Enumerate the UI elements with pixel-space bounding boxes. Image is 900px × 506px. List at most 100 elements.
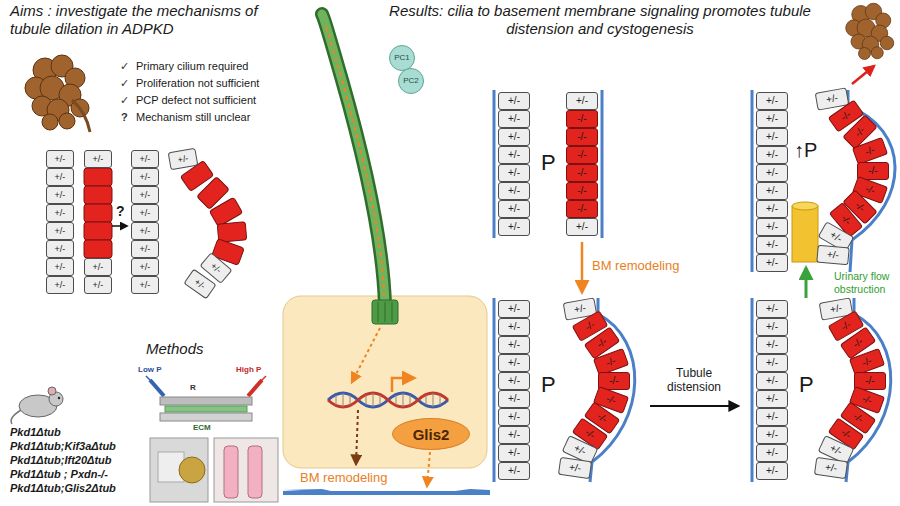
text-label: ? <box>121 111 128 124</box>
pressure-device <box>146 376 152 382</box>
cell-label: +/- <box>55 191 66 200</box>
device-photo <box>248 446 262 498</box>
cell-box: +/- <box>46 168 74 186</box>
cell-box: +/- <box>756 300 788 318</box>
mouse-icon <box>58 397 60 399</box>
cell-label: +/- <box>508 430 520 440</box>
cell-label: -/- <box>577 114 586 124</box>
cell-box: +/- <box>756 218 788 236</box>
flow-arrows <box>582 66 874 406</box>
basement-membrane <box>440 489 490 493</box>
cell-label: +/- <box>766 258 778 268</box>
cell-label: -/- <box>583 319 596 332</box>
flow-arrows <box>581 242 584 292</box>
cell-label: -/- <box>577 204 586 214</box>
cell-label: +/- <box>140 281 151 290</box>
cell-box: +/- <box>498 164 530 182</box>
cell-label: +/- <box>766 114 778 124</box>
text-label: High P <box>236 365 261 375</box>
cell-box: +/- <box>498 336 530 354</box>
cell-label: -/- <box>605 356 617 369</box>
cell-label: +/- <box>568 462 581 474</box>
cell-label: +/- <box>55 155 66 164</box>
cell-label: +/- <box>766 358 778 368</box>
text-label: Pkd1Δtub <box>10 426 61 439</box>
urinary-plug <box>792 206 818 262</box>
cell-box: +/- <box>498 408 530 426</box>
cell-label: +/- <box>55 245 66 254</box>
mutant-cells <box>217 222 246 242</box>
cell-box: +/- <box>46 150 74 168</box>
cell-box: +/- <box>756 128 788 146</box>
urinary-plug <box>792 202 818 210</box>
text-label: Aims : investigate the mechanisms of tub… <box>10 2 265 38</box>
cell-label: -/- <box>583 427 596 441</box>
cell-box: +/- <box>566 92 598 110</box>
dna-helix <box>336 393 440 407</box>
mutant-cells <box>84 240 112 258</box>
cell-label: +/- <box>193 277 207 291</box>
polycystic-kidney <box>25 55 90 132</box>
mutant-cell-box: -/- <box>566 110 598 128</box>
cell-box: +/- <box>131 222 159 240</box>
cell-box: +/- <box>756 426 788 444</box>
text-label: Pkd1Δtub;Glis2Δtub <box>10 482 116 495</box>
cell-label: +/- <box>209 261 223 275</box>
dna-helix <box>440 395 441 405</box>
cell-label: +/- <box>508 358 520 368</box>
mutant-cell-box: -/- <box>566 146 598 164</box>
polycystic-kidney <box>846 3 894 59</box>
text-label: BM remodeling <box>300 470 387 486</box>
cell-label: +/- <box>508 466 520 476</box>
text-label: P <box>541 372 556 398</box>
cell-label: -/- <box>853 200 867 214</box>
cell-label: -/- <box>839 109 852 123</box>
cell-box: +/- <box>566 218 598 236</box>
mutant-cell-box: -/- <box>566 200 598 218</box>
cell-box: +/- <box>131 150 159 168</box>
question-arrow <box>112 225 127 227</box>
cell-label: +/- <box>766 186 778 196</box>
mutant-cell-box: -/- <box>566 128 598 146</box>
cell-label: +/- <box>766 340 778 350</box>
text-label: ✓ <box>120 94 129 107</box>
cell-box: +/- <box>131 186 159 204</box>
cell-box: +/- <box>756 390 788 408</box>
cell-label: +/- <box>766 240 778 250</box>
cell-label: PC2 <box>403 77 419 85</box>
cell-label: -/- <box>577 150 586 160</box>
pressure-device <box>260 376 266 382</box>
cell-label: +/- <box>508 222 520 232</box>
mutant-cell-box: -/- <box>566 164 598 182</box>
pressure-device <box>160 397 252 405</box>
text-label: R <box>190 383 196 393</box>
text-label: Low P <box>138 365 162 375</box>
dna-helix <box>410 395 411 405</box>
cell-label: -/- <box>861 394 873 407</box>
cell-label: -/- <box>577 132 586 142</box>
flow-arrows <box>805 268 808 298</box>
text-label: PCP defect not sufficient <box>136 94 256 107</box>
cell-label: +/- <box>766 150 778 160</box>
cell-label: +/- <box>766 96 778 106</box>
text-label: ? <box>116 203 125 220</box>
cell-label: +/- <box>508 304 520 314</box>
cell-box: +/- <box>756 200 788 218</box>
cell-label: -/- <box>577 168 586 178</box>
cell-label: +/- <box>140 227 151 236</box>
cell-label: -/- <box>595 336 608 350</box>
cell-box: +/- <box>46 258 74 276</box>
pressure-device <box>160 413 252 421</box>
primary-cilium <box>372 300 398 324</box>
tubule-basement-membrane <box>601 90 604 238</box>
primary-cilium <box>324 24 384 296</box>
cell-label: -/- <box>864 184 876 197</box>
text-label: Primary cilium required <box>136 60 248 73</box>
cell-label: -/- <box>861 356 873 369</box>
cell-box: +/- <box>816 245 849 266</box>
device-photo <box>179 457 205 483</box>
dna-helix <box>328 393 448 407</box>
cell-box: +/- <box>558 457 592 479</box>
flow-arrows <box>852 66 874 84</box>
